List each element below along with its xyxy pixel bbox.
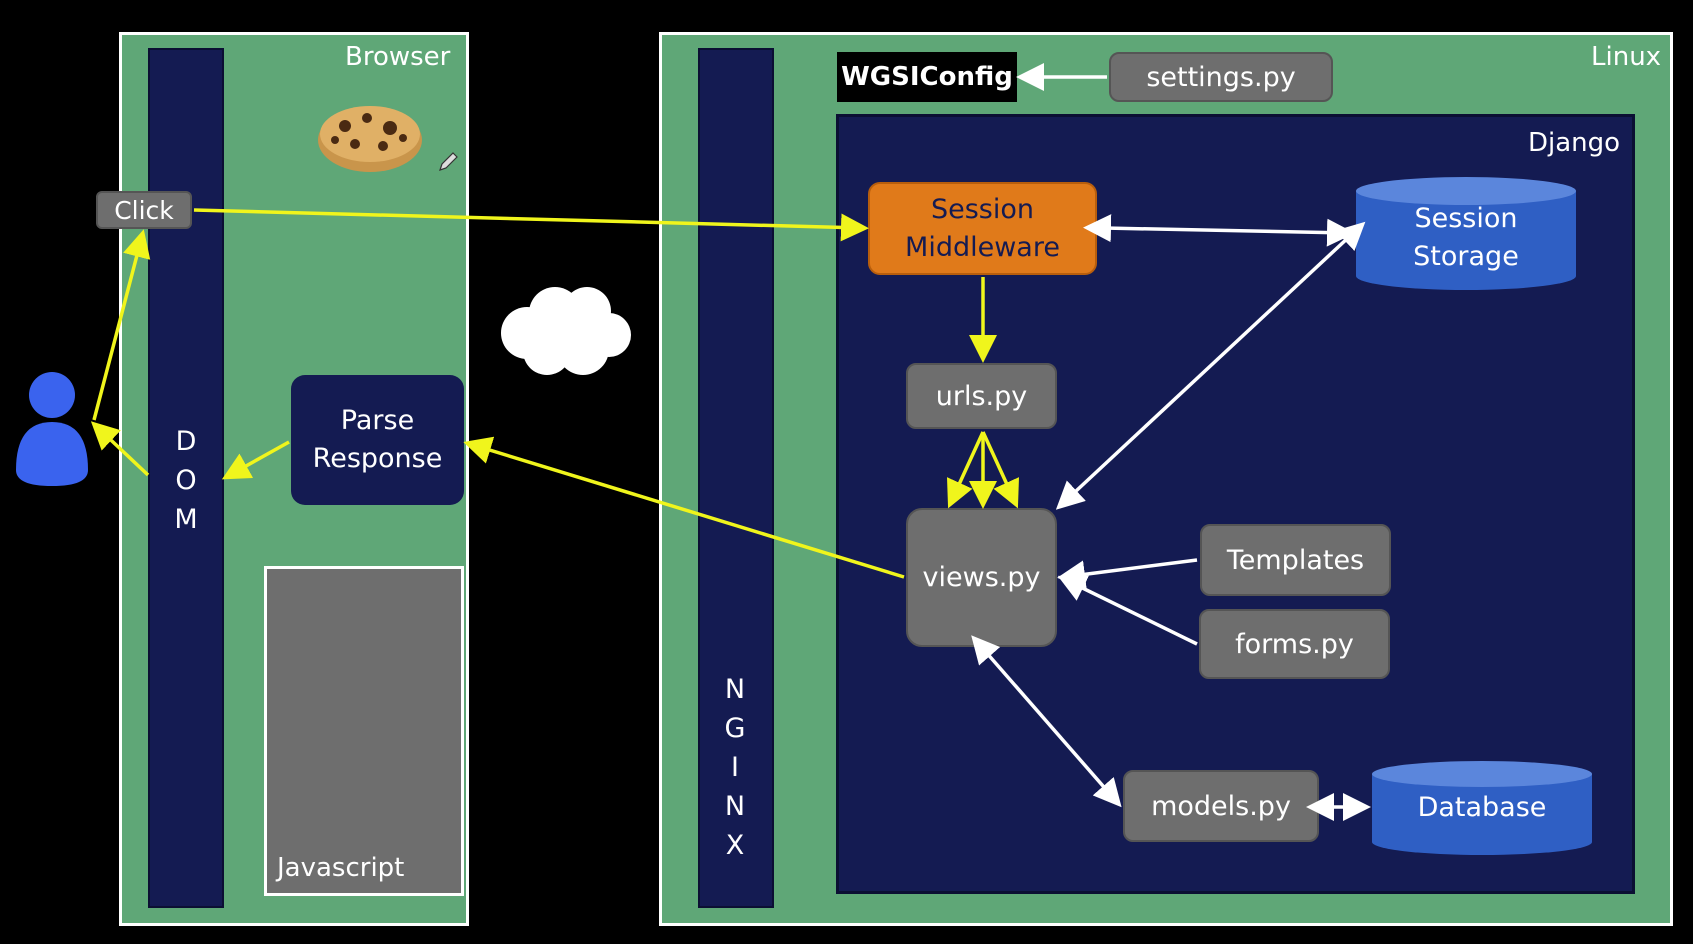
nginx-letter: X (725, 830, 745, 861)
nginx-letter: G (724, 713, 746, 744)
wsgi-config-box: WGSIConfig (837, 52, 1017, 102)
django-title: Django (1528, 128, 1621, 158)
forms-py-box: forms.py (1199, 609, 1390, 679)
session-middleware-line: Middleware (905, 231, 1060, 263)
session-storage-label: Session Storage (1355, 200, 1577, 276)
arrow-forms-to-views (1057, 575, 1198, 646)
click-button[interactable]: Click (96, 191, 192, 229)
javascript-box (264, 566, 464, 896)
parse-response-box: Parse Response (291, 375, 464, 505)
dom-letter: D (175, 426, 197, 457)
dom-label: D O M (164, 422, 208, 539)
pencil-icon (436, 150, 460, 174)
cookie-icon (315, 100, 425, 174)
models-py-box: models.py (1123, 770, 1319, 842)
arrow-dom-to-user (90, 421, 150, 477)
dom-letter: M (174, 504, 198, 535)
linux-title: Linux (1591, 42, 1662, 72)
arrow-storage-views (1055, 221, 1366, 510)
urls-py-box: urls.py (906, 363, 1057, 429)
templates-box: Templates (1200, 524, 1391, 596)
session-storage-line: Session (1414, 203, 1518, 234)
arrow-views-models (971, 635, 1122, 808)
database-label: Database (1417, 792, 1547, 823)
parse-response-line: Parse (340, 405, 415, 436)
nginx-letter: N (724, 791, 746, 822)
settings-py-box: settings.py (1109, 52, 1333, 102)
arrow-middleware-storage (1083, 214, 1355, 247)
user-icon (12, 370, 92, 488)
browser-title: Browser (345, 42, 451, 72)
arrow-templates-to-views (1057, 558, 1198, 589)
session-storage-cylinder (1355, 176, 1577, 292)
nginx-label: N G I N X (713, 670, 757, 865)
arrow-views-to-parse (463, 436, 905, 579)
parse-response-line: Response (312, 443, 443, 474)
arrow-urls-to-views-left (946, 431, 985, 509)
cloud-icon (497, 283, 633, 377)
javascript-label: Javascript (277, 853, 405, 883)
nginx-letter: N (724, 674, 746, 705)
session-middleware-line: Session (930, 193, 1035, 225)
nginx-bar (698, 48, 774, 908)
dom-letter: O (175, 465, 197, 496)
arrow-parse-to-dom (221, 440, 290, 480)
arrow-click-to-middleware (193, 208, 869, 242)
arrow-urls-to-views-right (981, 431, 1020, 509)
nginx-letter: I (731, 752, 739, 783)
arrow-user-to-click (92, 229, 151, 421)
session-storage-line: Storage (1413, 241, 1519, 272)
database-cylinder (1371, 760, 1593, 856)
